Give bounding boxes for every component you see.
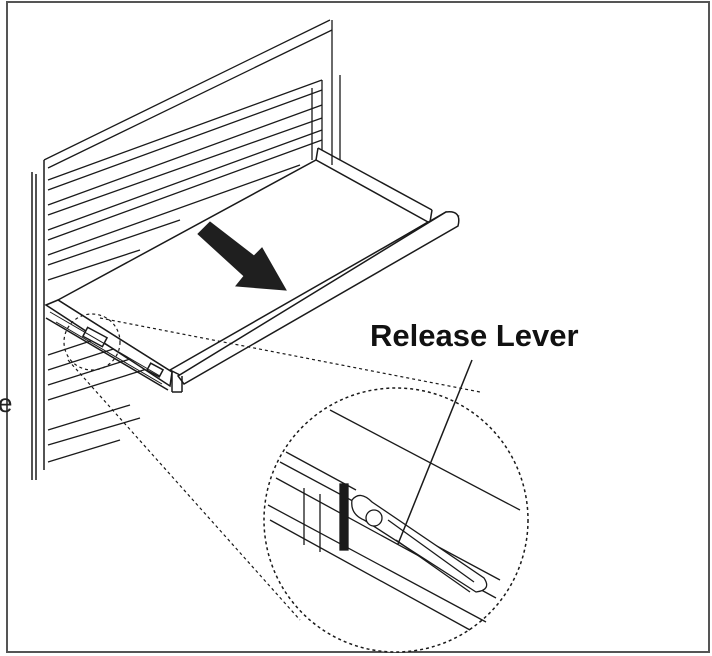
- rack-post: [31, 160, 45, 480]
- detail-source-marker: [63, 313, 121, 371]
- rack-chassis: [43, 19, 341, 463]
- edge-text-fragment: e: [0, 388, 12, 418]
- pull-out-arrow-icon: [197, 221, 287, 291]
- callout-leader: [397, 359, 473, 545]
- magnifier-projection: [67, 317, 481, 621]
- diagram-frame: [6, 1, 710, 653]
- magnified-detail: [263, 387, 529, 653]
- release-lever-label: Release Lever: [370, 318, 579, 353]
